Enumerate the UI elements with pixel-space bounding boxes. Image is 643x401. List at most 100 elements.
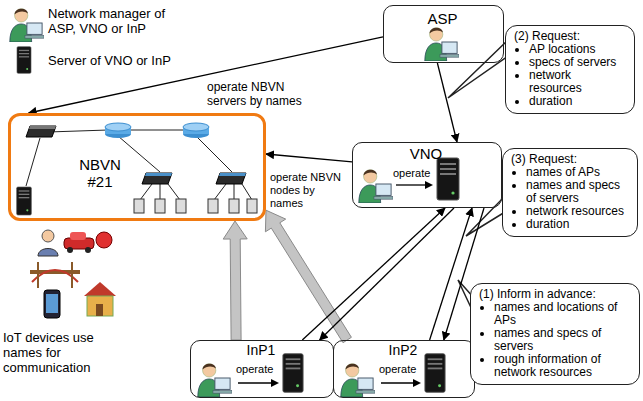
- box-icons: [425, 28, 459, 61]
- network-devices: [145, 173, 172, 176]
- request-arrow: [320, 208, 454, 340]
- network-devices: [214, 184, 252, 200]
- bullet-item: names and specs of servers: [494, 327, 632, 353]
- box-icons: [271, 379, 279, 387]
- provision-arrow: [265, 210, 351, 343]
- callout-heading: (2) Request:: [514, 30, 627, 43]
- box-icons: [425, 181, 433, 189]
- bullet-item: duration: [529, 95, 627, 108]
- network-devices: [229, 199, 239, 213]
- iot-devices: [42, 230, 54, 242]
- network-devices: [183, 123, 209, 131]
- box-icons: [198, 28, 459, 397]
- iot-devices: [85, 247, 91, 253]
- callout-heading: (3) Request:: [511, 153, 630, 166]
- network-devices: [219, 173, 246, 176]
- inp-box: InP2 operate: [333, 340, 475, 398]
- bullet-item: network resources: [526, 205, 630, 218]
- request-callout: (3) Request:names of APsnames and specs …: [502, 148, 638, 237]
- bullet-item: AP locations: [529, 43, 627, 56]
- legend-text: Network manager of ASP, VNO or InP: [48, 6, 176, 36]
- legend-icons: [17, 47, 31, 74]
- vno-box: VNOoperate: [352, 142, 502, 208]
- iot-devices: [30, 230, 116, 318]
- bullet-list: AP locationsspecs of serversnetwork reso…: [514, 43, 627, 108]
- network-devices: [48, 130, 108, 132]
- node-title: NBVN #21: [69, 156, 131, 190]
- iot-devices: [96, 304, 103, 316]
- iot-devices: [70, 232, 86, 240]
- bullet-item: rough information of network resources: [494, 353, 632, 379]
- network-devices: [105, 123, 131, 131]
- legend-icons: [10, 9, 44, 42]
- node-title: InP2: [334, 342, 472, 358]
- box-icons: [238, 382, 274, 383]
- network-devices: [17, 123, 257, 215]
- iot-devices: [44, 290, 60, 318]
- iot-devices: [96, 232, 112, 248]
- request-callout: (2) Request:AP locationsspecs of servers…: [505, 25, 635, 114]
- iot-devices: [84, 282, 116, 296]
- iot-devices: [38, 249, 58, 257]
- network-devices: [142, 173, 172, 184]
- bullet-item: network resources: [529, 69, 627, 95]
- legend-text: Server of VNO or InP: [48, 53, 198, 68]
- network-devices: [140, 184, 180, 200]
- request-arrow: [430, 208, 472, 340]
- network-devices: [155, 199, 165, 213]
- box-icons: [413, 379, 421, 387]
- node-title: InP1: [191, 342, 331, 358]
- box-icons: [359, 170, 393, 203]
- request-arrow: [437, 63, 457, 142]
- network-devices: [128, 130, 186, 131]
- network-devices: [118, 136, 160, 172]
- legend-icons: [10, 9, 44, 74]
- box-icons: [396, 184, 428, 185]
- action-label: operate: [379, 363, 425, 376]
- iot-devices: [71, 262, 73, 288]
- bullet-list: names of APsnames and specs of serversne…: [511, 166, 630, 231]
- bullet-item: names of APs: [526, 166, 630, 179]
- iot-devices: [46, 294, 58, 313]
- inform-callout: (1) Inform in advance:names and location…: [470, 283, 640, 385]
- asp-box: ASP: [383, 5, 504, 63]
- node-title: VNO: [353, 145, 499, 162]
- network-devices: [196, 136, 232, 172]
- network-devices: [216, 173, 246, 184]
- bullet-list: names and locations of APsnames and spec…: [479, 301, 632, 379]
- iot-devices: [37, 262, 39, 288]
- inp-box: InP1 operate: [190, 340, 334, 398]
- iot-devices: [67, 247, 73, 253]
- node-title: ASP: [384, 10, 501, 27]
- request-arrow: [266, 154, 352, 162]
- network-devices: [134, 199, 144, 213]
- network-devices: [247, 199, 257, 213]
- box-icons: [341, 364, 375, 397]
- bullet-item: specs of servers: [529, 56, 627, 69]
- request-arrow: [29, 37, 383, 113]
- network-devices: [17, 187, 32, 215]
- provision-arrow: [223, 221, 247, 340]
- callout-tails: [466, 196, 505, 236]
- iot-devices: [87, 296, 113, 316]
- action-label: operate: [236, 363, 282, 376]
- request-arrow: [302, 208, 445, 340]
- network-devices: [26, 126, 56, 137]
- network-devices: [29, 126, 56, 129]
- box-icons: [198, 364, 232, 397]
- edge-label: operate NBVN servers by names: [205, 80, 315, 108]
- network-devices: [208, 199, 218, 213]
- bullet-item: duration: [526, 218, 630, 231]
- box-icons: [437, 158, 459, 200]
- callout-tails: [448, 40, 508, 314]
- callout-heading: (1) Inform in advance:: [479, 288, 632, 301]
- bullet-item: names and specs of servers: [526, 179, 630, 205]
- callout-tails: [448, 40, 508, 98]
- box-icons: [381, 382, 416, 383]
- box-icons: [283, 354, 303, 393]
- box-icons: [425, 354, 445, 393]
- network-devices: [26, 138, 40, 186]
- note-label: IoT devices use names for communication: [3, 330, 111, 375]
- network-devices: [176, 199, 186, 213]
